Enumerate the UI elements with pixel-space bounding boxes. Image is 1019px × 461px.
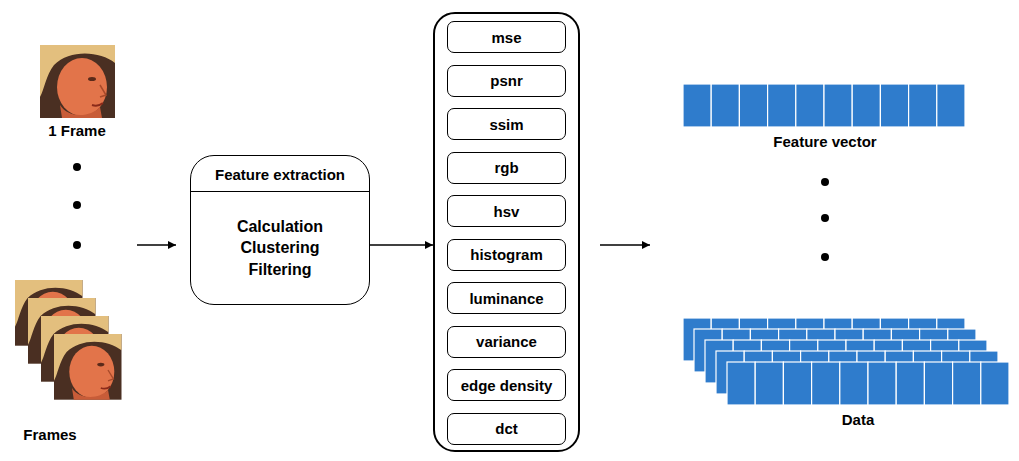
feature-box: rgb	[447, 152, 566, 184]
feature-box: psnr	[447, 65, 566, 97]
feature-box: edge density	[447, 369, 566, 401]
frame-label: 1 Frame	[48, 122, 106, 140]
feature-box: variance	[447, 326, 566, 358]
box-text: rgb	[488, 160, 524, 175]
box-text: psnr	[484, 73, 529, 88]
feature-box: mse	[447, 21, 566, 53]
box-text: dct	[489, 421, 524, 436]
ellipsis-dot	[73, 241, 81, 249]
box-text: variance	[470, 334, 543, 349]
feature-box: luminance	[447, 282, 566, 314]
stacked-frame	[54, 334, 122, 400]
feature-box: histogram	[447, 239, 566, 271]
frames-label: Frames	[23, 426, 76, 444]
data-bar	[727, 362, 1009, 405]
process-box: Feature extractionCalculation Clustering…	[190, 155, 370, 305]
output-arrow	[600, 244, 650, 246]
ellipsis-dot	[821, 178, 829, 186]
ellipsis-dot	[73, 163, 81, 171]
feature-vector-bar	[683, 84, 965, 127]
input-arrow	[137, 244, 176, 246]
single-frame	[40, 45, 115, 118]
box-text: edge density	[455, 378, 559, 393]
ellipsis-dot	[821, 214, 829, 222]
feature-box: ssim	[447, 108, 566, 140]
feature-box: hsv	[447, 195, 566, 227]
box-body: Calculation Clustering Filtering	[224, 210, 336, 285]
flow-arrow	[370, 244, 433, 246]
box-heading: Feature extraction	[191, 156, 369, 192]
ellipsis-dot	[821, 253, 829, 261]
box-text: ssim	[483, 117, 529, 132]
box-text: luminance	[463, 291, 549, 306]
vector-label: Feature vector	[773, 133, 876, 151]
box-text: histogram	[464, 247, 549, 262]
data-label: Data	[842, 411, 875, 429]
ellipsis-dot	[73, 201, 81, 209]
box-text: mse	[485, 30, 527, 45]
feature-box: dct	[447, 413, 566, 445]
box-text: hsv	[488, 204, 526, 219]
feature-panel: mse psnr ssim rgb hsv histogram luminance varia…	[433, 12, 580, 452]
